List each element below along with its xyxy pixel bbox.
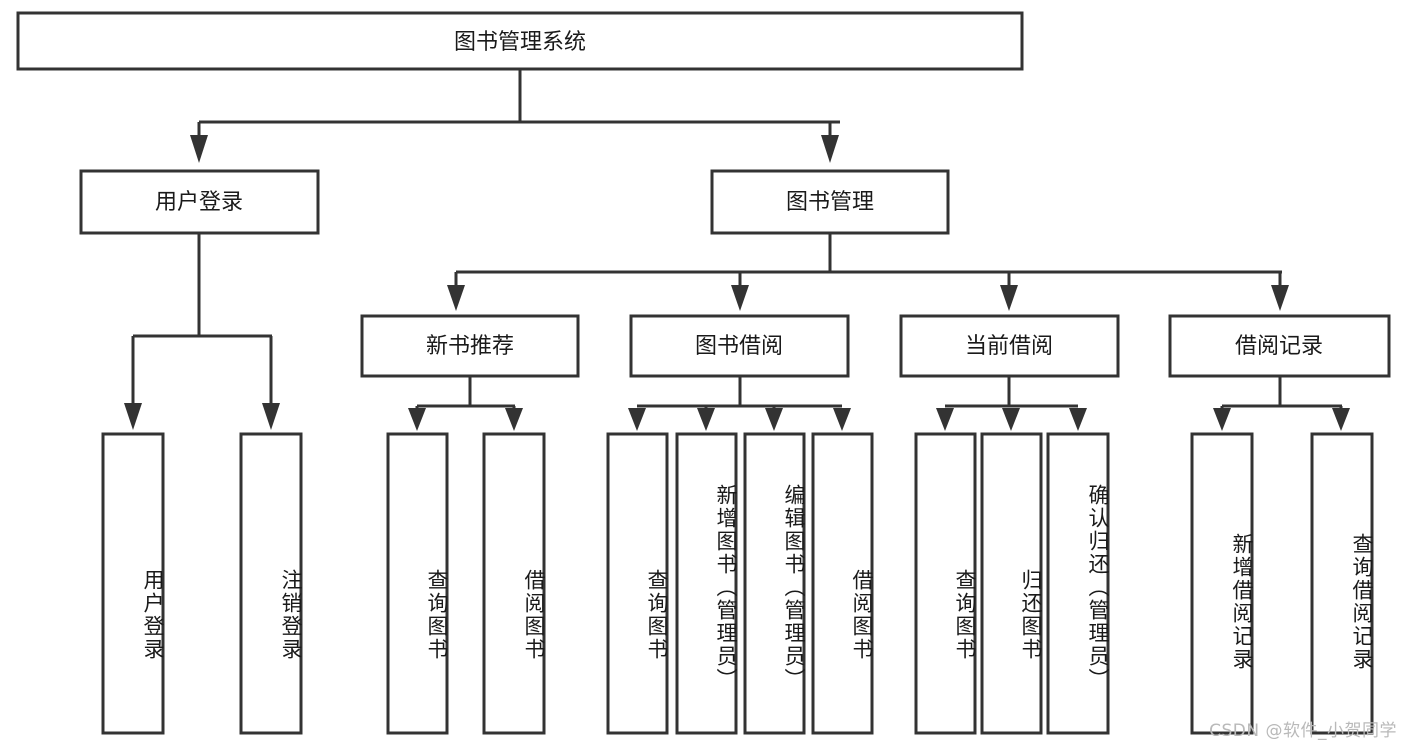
edge-group-current-borrow (936, 376, 1087, 431)
node-box-leaf-borrow-book-2[interactable] (811, 432, 874, 735)
node-box-root[interactable] (16, 11, 1024, 71)
node-label-borrow-record: 借阅记录 (1235, 334, 1323, 359)
node-label-book-borrow: 图书借阅 (695, 334, 783, 359)
arrow-leaf-confirm-return (1069, 408, 1087, 431)
node-box-book-manage[interactable] (710, 169, 950, 235)
watermark-text: CSDN @软件_小贺同学 (1209, 721, 1397, 741)
node-label-user-login: 用户登录 (155, 190, 243, 215)
arrow-leaf-user-login (124, 403, 142, 430)
arrow-leaf-return-book (1002, 408, 1020, 431)
node-box-leaf-confirm-return[interactable] (1046, 432, 1110, 735)
node-box-leaf-query-record[interactable] (1310, 432, 1374, 735)
node-box-leaf-borrow-book-1[interactable] (482, 432, 546, 735)
edge-group-root (190, 69, 840, 163)
arrow-leaf-query-book-3 (936, 408, 954, 431)
node-box-borrow-record[interactable] (1168, 314, 1391, 378)
node-box-current-borrow[interactable] (899, 314, 1120, 378)
node-box-leaf-query-book-2[interactable] (606, 432, 669, 735)
node-label-root: 图书管理系统 (454, 30, 586, 55)
node-box-leaf-add-book[interactable] (675, 432, 738, 735)
node-label-book-manage: 图书管理 (786, 190, 874, 215)
arrow-leaf-query-book-1 (408, 408, 426, 431)
arrow-leaf-query-record (1332, 408, 1350, 431)
arrow-to-borrow-record (1271, 285, 1289, 311)
arrow-to-current-borrow (1000, 285, 1018, 311)
edge-group-book-borrow (628, 376, 851, 431)
edge-group-user-login (124, 233, 280, 430)
node-box-leaf-query-book-3[interactable] (914, 432, 977, 735)
node-box-user-login[interactable] (79, 169, 320, 235)
arrow-to-book-manage (821, 135, 839, 163)
node-box-leaf-return-book[interactable] (980, 432, 1043, 735)
edge-group-book-manage (447, 233, 1289, 311)
arrow-leaf-edit-book (765, 408, 783, 431)
arrow-leaf-add-book (697, 408, 715, 431)
arrow-leaf-borrow-book-2 (833, 408, 851, 431)
arrow-to-book-borrow (731, 285, 749, 311)
node-box-leaf-query-book-1[interactable] (386, 432, 449, 735)
node-label-new-book-recommend: 新书推荐 (426, 334, 514, 359)
arrow-leaf-query-book-2 (628, 408, 646, 431)
node-box-new-book-recommend[interactable] (360, 314, 580, 378)
edge-group-new-book-recommend (408, 376, 523, 431)
arrow-leaf-borrow-book-1 (505, 408, 523, 431)
node-label-current-borrow: 当前借阅 (965, 334, 1053, 359)
node-box-leaf-user-login[interactable] (101, 432, 165, 735)
arrow-to-new-book-recommend (447, 285, 465, 311)
arrow-leaf-logout (262, 403, 280, 430)
node-box-book-borrow[interactable] (629, 314, 850, 378)
node-box-leaf-edit-book[interactable] (743, 432, 806, 735)
arrow-to-user-login (190, 135, 208, 163)
arrow-leaf-add-record (1213, 408, 1231, 431)
edge-group-borrow-record (1213, 376, 1350, 431)
node-box-leaf-logout[interactable] (239, 432, 303, 735)
node-box-leaf-add-record[interactable] (1190, 432, 1254, 735)
